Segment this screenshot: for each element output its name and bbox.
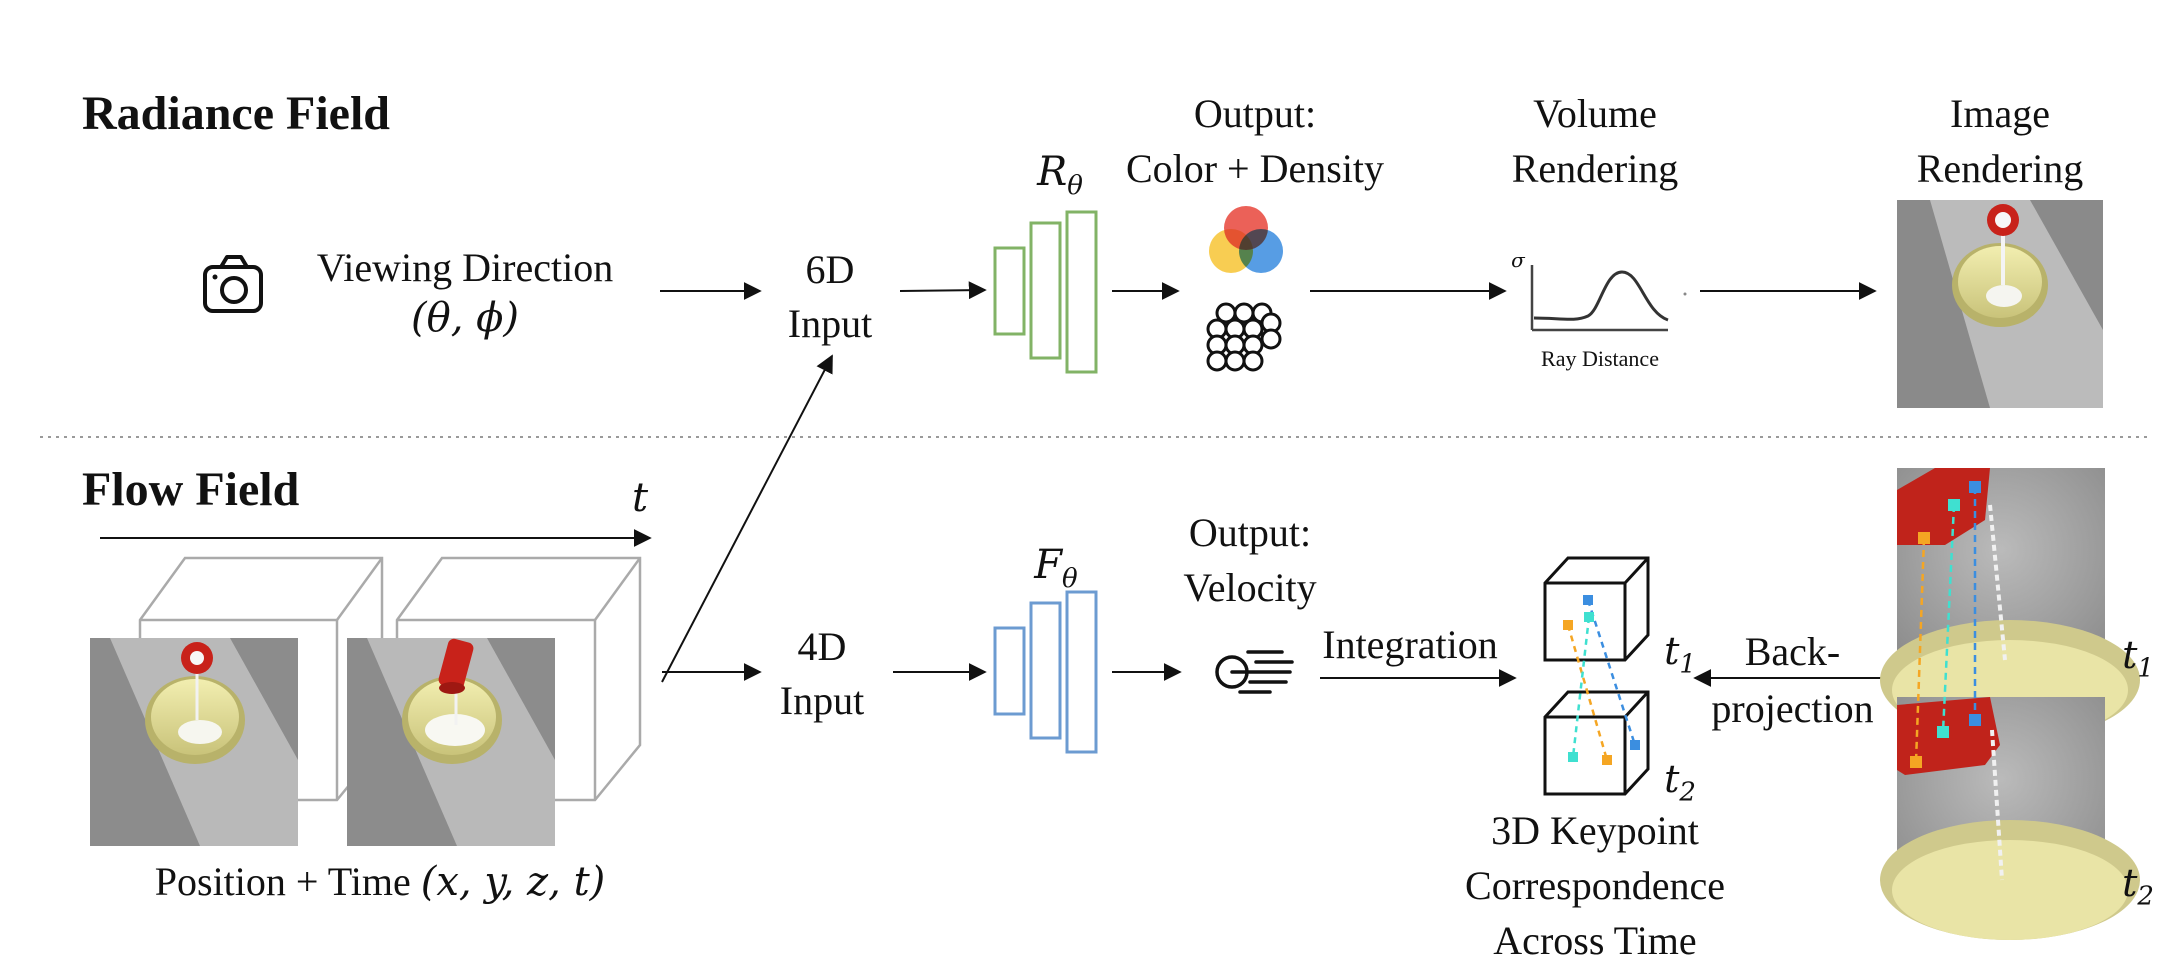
input-6d-label: 6D Input (760, 243, 900, 351)
radiance-field-title: Radiance Field (82, 87, 390, 140)
radiance-output-line1: Output: (1193, 91, 1317, 136)
flow-network-icon (993, 590, 1098, 754)
keypoint-line1: 3D Keypoint (1491, 808, 1699, 853)
frame-keypoint-tracks (1914, 487, 1977, 763)
radiance-network-symbol: R (1037, 149, 1068, 195)
image-rendering-line2: Rendering (1916, 146, 2084, 191)
radiance-network-subscript: θ (1067, 171, 1083, 201)
keypoint-line3: Across Time (1493, 918, 1697, 963)
volume-rendering-line1: Volume (1533, 91, 1657, 136)
keypoint-correspondence-label: 3D Keypoint Correspondence Across Time (1430, 803, 1760, 968)
input-6d-line2: Input (787, 301, 873, 346)
volume-rendering-label: Volume Rendering (1480, 86, 1710, 196)
keypoint-cube-t2 (1543, 690, 1650, 796)
frame-t2-symbol: t (2122, 861, 2138, 905)
backprojection-line2: projection (1711, 686, 1874, 731)
rendered-image (1897, 200, 2103, 408)
camera-icon (203, 255, 263, 313)
flow-network-subscript: θ (1062, 564, 1078, 594)
flow-output-label: Output: Velocity (1140, 505, 1360, 615)
frame-t2-image (1880, 697, 2140, 940)
cube-t2-sub: 2 (1679, 777, 1696, 808)
flow-output-line2: Velocity (1183, 565, 1317, 610)
frame-keypoint-markers (1910, 481, 1981, 768)
input-4d-line1: 4D (797, 624, 847, 669)
frame-t1-sub: 1 (2137, 653, 2154, 684)
keypoint-cube-t1 (1543, 556, 1650, 662)
cube-t2-symbol: t (1664, 757, 1680, 801)
flow-field-title: Flow Field (82, 463, 300, 516)
input-4d-label: 4D Input (752, 620, 892, 728)
integration-label: Integration (1322, 622, 1498, 667)
frame-t2-sub: 2 (2137, 881, 2154, 912)
velocity-icon (1215, 650, 1294, 694)
time-axis-label: t (631, 475, 649, 521)
arrow-position-to-6d (661, 354, 833, 683)
volume-rendering-plot (1530, 265, 1687, 332)
radiance-network-label: Rθ (1020, 152, 1100, 199)
radiance-network-icon (993, 210, 1098, 374)
image-rendering-line1: Image (1950, 91, 2050, 136)
flow-network-label: Fθ (1016, 545, 1096, 592)
viewing-direction-label: Viewing Direction (θ, ϕ) (285, 243, 645, 343)
cube-t1-sub: 1 (1679, 649, 1696, 680)
flow-network-symbol: F (1034, 542, 1063, 588)
plot-sigma-label: σ (1511, 248, 1525, 272)
viewing-direction-angles: (θ, ϕ) (411, 295, 519, 341)
plot-ray-distance-label: Ray Distance (1541, 346, 1659, 371)
cube-t1-symbol: t (1664, 629, 1680, 673)
frame-t2-label: t2 (2108, 864, 2168, 910)
cube-t1-label: t1 (1650, 632, 1710, 678)
position-time-text: Position + Time (154, 859, 421, 904)
scene-frame-1 (90, 638, 298, 846)
keypoint-correspondences (1566, 599, 1637, 761)
keypoint-line2: Correspondence (1465, 863, 1725, 908)
arrow-6d-to-rtheta (899, 281, 987, 300)
backprojection-label: Back- projection (1690, 623, 1895, 737)
viewing-direction-line1: Viewing Direction (316, 245, 614, 290)
position-time-label: Position + Time (x, y, z, t) (100, 859, 660, 905)
volume-rendering-line2: Rendering (1511, 146, 1679, 191)
input-4d-line2: Input (779, 678, 865, 723)
keypoint-markers (1563, 595, 1640, 765)
flow-output-line1: Output: (1188, 510, 1312, 555)
image-rendering-label: Image Rendering (1880, 86, 2120, 196)
scene-frame-2 (347, 638, 555, 846)
backprojection-line1: Back- (1744, 629, 1841, 674)
input-6d-line1: 6D (805, 247, 855, 292)
position-time-math: (x, y, z, t) (420, 859, 606, 905)
cube-t2-label: t2 (1650, 760, 1710, 806)
frame-t1-symbol: t (2122, 633, 2138, 677)
frame-t1-label: t1 (2108, 636, 2168, 682)
radiance-output-label: Output: Color + Density (1095, 86, 1415, 196)
color-venn-icon (1209, 206, 1283, 273)
density-spheres-icon (1206, 302, 1282, 372)
radiance-output-line2: Color + Density (1125, 146, 1385, 191)
